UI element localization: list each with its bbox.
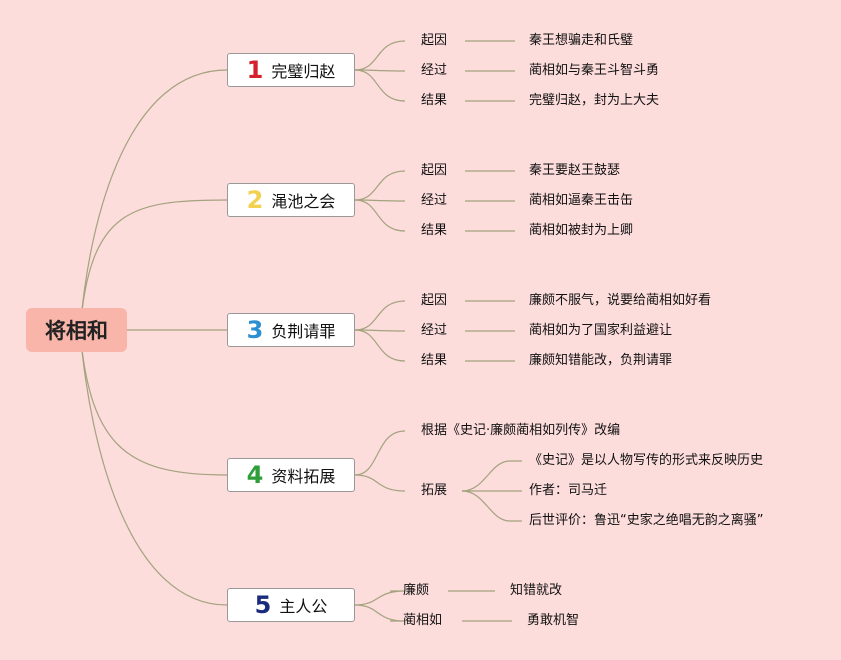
- connector-3: [354, 170, 406, 201]
- sub-item-4-3: 后世评价：鲁迅“史家之绝唱无韵之离骚”: [529, 513, 764, 528]
- branch-node-2[interactable]: 2 渑池之会: [227, 183, 355, 217]
- branch-number-2: 2: [246, 186, 264, 214]
- item-value-2-1: 秦王要赵王鼓瑟: [529, 163, 621, 178]
- item-value-1-2: 蔺相如与秦王斗智斗勇: [529, 63, 660, 78]
- item-key-3-1: 起因: [421, 293, 448, 308]
- root-connector-1: [79, 69, 228, 331]
- item-value-1-3: 完璧归赵，封为上大夫: [529, 93, 660, 108]
- connector-12: [354, 604, 406, 622]
- connector-6: [354, 300, 406, 331]
- connector-5: [354, 199, 406, 232]
- item-value-3-2: 蔺相如为了国家利益避让: [529, 323, 673, 338]
- connector-26: [461, 490, 522, 522]
- connector-0: [354, 40, 406, 71]
- connector-24: [461, 460, 522, 492]
- item-value-5-1: 知错就改: [510, 583, 563, 598]
- item-key-1-3: 结果: [421, 93, 448, 108]
- item-source-4: 根据《史记·廉颇蔺相如列传》改编: [421, 423, 621, 438]
- branch-node-3[interactable]: 3 负荆请罪: [227, 313, 355, 347]
- item-value-5-2: 勇敢机智: [527, 613, 580, 628]
- branch-number-3: 3: [246, 316, 264, 344]
- root-connector-4: [79, 329, 228, 476]
- branch-node-1[interactable]: 1 完璧归赵: [227, 53, 355, 87]
- branch-node-4[interactable]: 4 资料拓展: [227, 458, 355, 492]
- branch-label-3: 负荆请罪: [271, 322, 336, 341]
- item-value-3-1: 廉颇不服气，说要给蔺相如好看: [529, 293, 712, 308]
- root-connector-5: [79, 329, 228, 606]
- branch-label-1: 完璧归赵: [271, 62, 336, 81]
- branch-label-5: 主人公: [279, 597, 328, 616]
- sub-item-4-1: 《史记》是以人物写传的形式来反映历史: [529, 453, 764, 468]
- branch-number-5: 5: [254, 591, 272, 619]
- sub-item-4-2: 作者：司马迁: [529, 483, 608, 498]
- root-connector-2: [79, 199, 228, 331]
- branch-label-2: 渑池之会: [271, 192, 336, 211]
- connector-10: [354, 474, 406, 492]
- branch-number-4: 4: [246, 461, 264, 489]
- branch-label-4: 资料拓展: [271, 467, 336, 486]
- root-node[interactable]: 将相和: [26, 308, 127, 352]
- item-value-2-2: 蔺相如逼秦王击缶: [529, 193, 634, 208]
- item-key-3-3: 结果: [421, 353, 448, 368]
- item-key-5-1: 廉颇: [403, 583, 430, 598]
- connector-2: [354, 69, 406, 102]
- item-key-5-2: 蔺相如: [403, 613, 443, 628]
- item-key-1-2: 经过: [421, 63, 448, 78]
- connector-8: [354, 329, 406, 362]
- item-key-4-expand: 拓展: [421, 483, 448, 498]
- connector-11: [354, 590, 406, 606]
- item-key-2-3: 结果: [421, 223, 448, 238]
- item-key-2-2: 经过: [421, 193, 448, 208]
- item-value-1-1: 秦王想骗走和氏璧: [529, 33, 634, 48]
- connector-9: [354, 430, 406, 476]
- item-key-3-2: 经过: [421, 323, 448, 338]
- item-key-2-1: 起因: [421, 163, 448, 178]
- root-title: 将相和: [45, 319, 108, 343]
- branch-number-1: 1: [246, 56, 264, 84]
- item-value-2-3: 蔺相如被封为上卿: [529, 223, 634, 238]
- item-value-3-3: 廉颇知错能改，负荆请罪: [529, 353, 673, 368]
- item-key-1-1: 起因: [421, 33, 448, 48]
- branch-node-5[interactable]: 5 主人公: [227, 588, 355, 622]
